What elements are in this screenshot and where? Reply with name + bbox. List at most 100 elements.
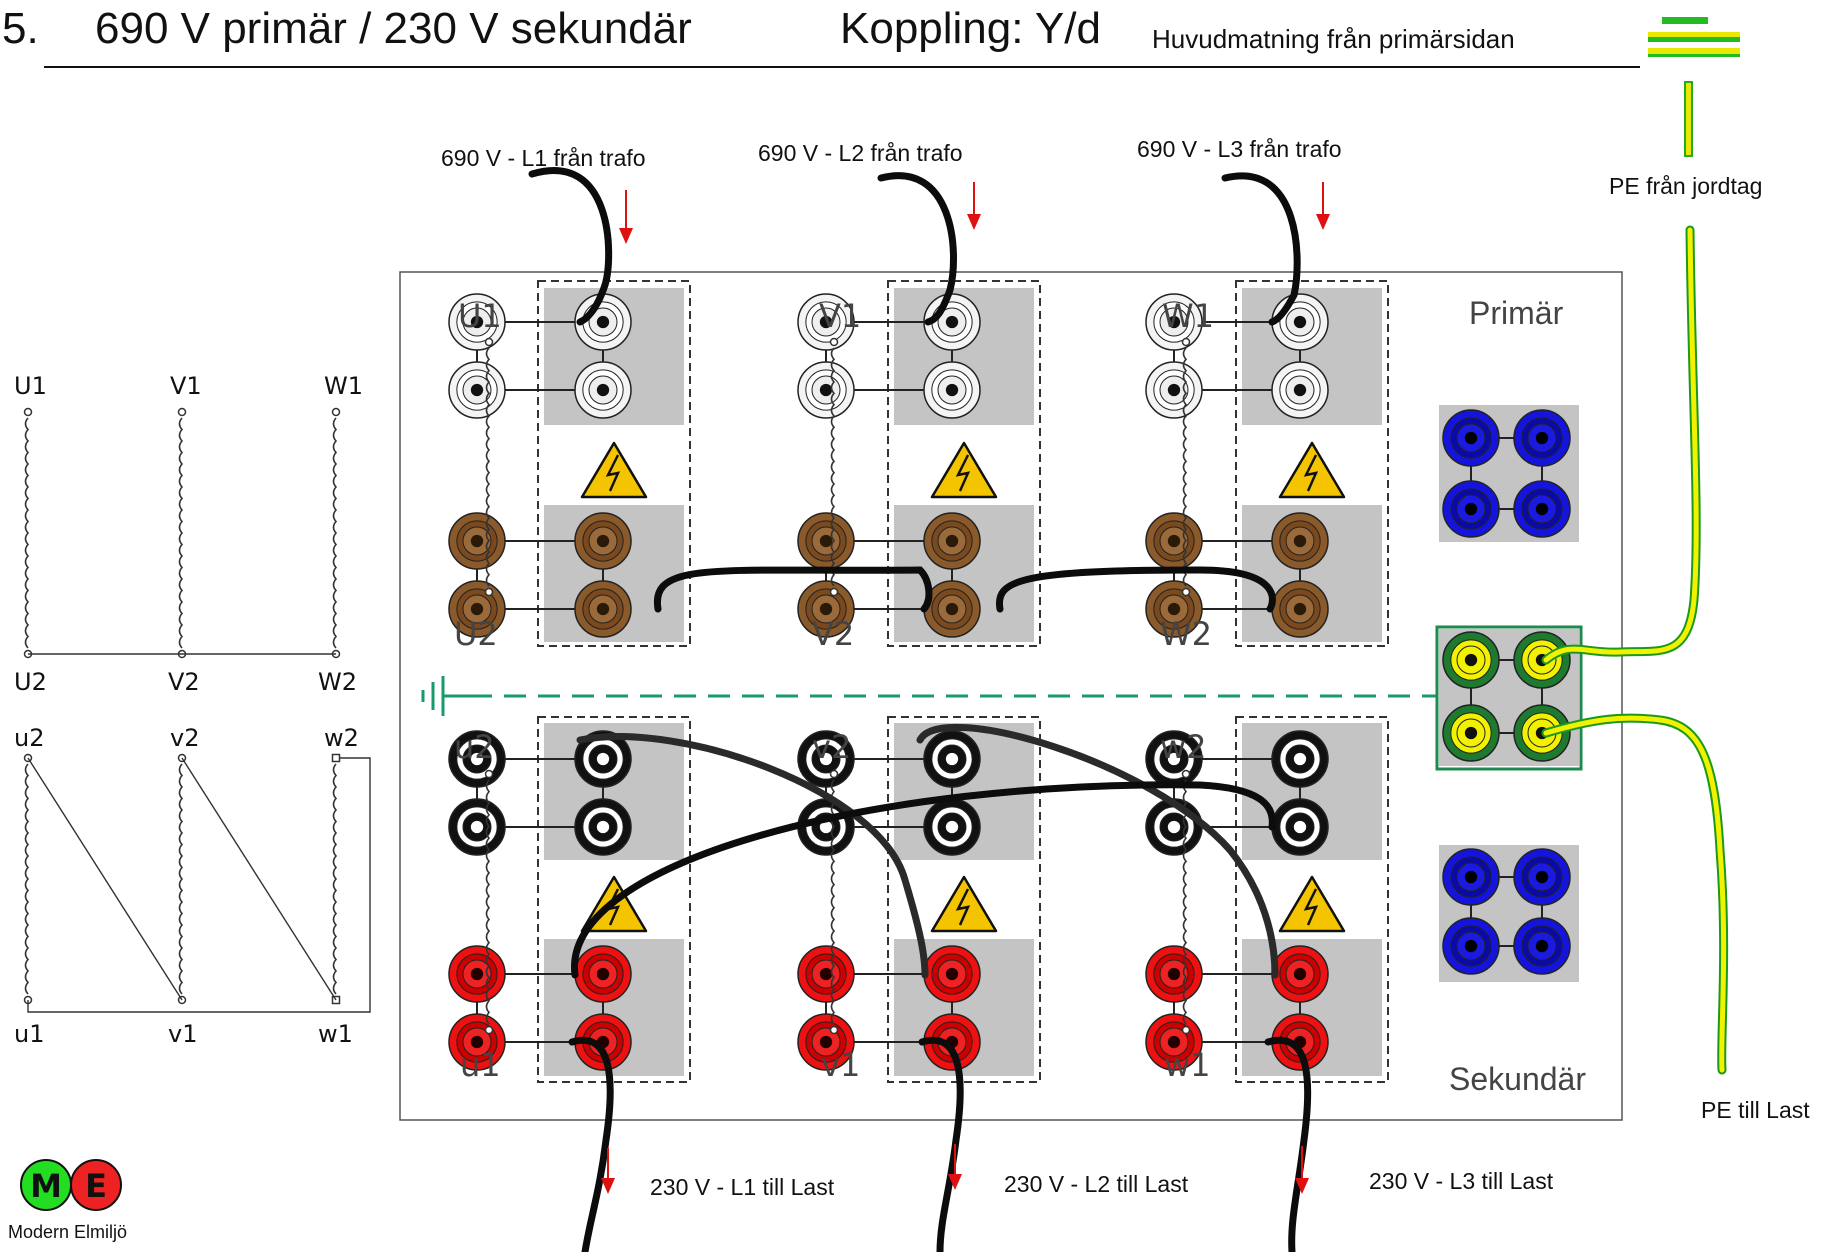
- coupling-label: Koppling: Y/d: [840, 4, 1101, 53]
- panel-secondary-top-label-3: w2: [1160, 728, 1207, 766]
- terminals-black-2-socket-1: [797, 730, 855, 788]
- terminals-white-3-socket-2: [1271, 293, 1329, 351]
- terminals-black-2-socket-4: [923, 798, 981, 856]
- secondary-label: Sekundär: [1449, 1061, 1586, 1097]
- primary-block-frame-1: [537, 280, 691, 647]
- schematic-secondary-bottom-label-1: u1: [14, 1020, 44, 1048]
- schematic-secondary-coil-3: [331, 753, 341, 1005]
- terminals-brown-2-socket-4: [923, 580, 981, 638]
- terminals-brown-1: [448, 512, 632, 638]
- terminals-blue-bottom-socket-2: [1513, 848, 1571, 906]
- terminals-brown-3-socket-1: [1145, 512, 1203, 570]
- schematic-secondary-top-label-1: u2: [14, 724, 44, 752]
- feed-note: Huvudmatning från primärsidan: [1152, 24, 1515, 54]
- header-divider: [44, 66, 1640, 68]
- warning-primary-1-icon: [580, 441, 648, 499]
- primary-block-frame-2: [887, 280, 1041, 647]
- schematic-primary-coil-3: [331, 407, 341, 659]
- panel-secondary-coil-3: [1181, 769, 1191, 1035]
- wire-delta-3: [571, 781, 1276, 979]
- arrow-output-l2-icon: [948, 1144, 962, 1190]
- schematic-primary-bottom-label-1: U2: [14, 668, 47, 696]
- panel-secondary-top-label-2: v2: [812, 728, 851, 766]
- terminals-blue-bottom-socket-1: [1442, 848, 1500, 906]
- schematic-delta-link-3: [27, 757, 371, 1013]
- panel-primary-coil-3: [1181, 337, 1191, 597]
- terminals-red-1-socket-4: [574, 1013, 632, 1071]
- terminals-blue-top-socket-1: [1442, 409, 1500, 467]
- terminals-white-3-socket-1: [1145, 293, 1203, 351]
- logo-caption: Modern Elmiljö: [8, 1222, 128, 1242]
- earth-load-label: PE till Last: [1701, 1097, 1810, 1123]
- wire-pe-source-inner: [1543, 227, 1699, 663]
- wire-star-bridge-2: [995, 566, 1276, 613]
- terminals-white-2-socket-1: [797, 293, 855, 351]
- arrow-output-l1-icon: [601, 1148, 615, 1194]
- schematic-secondary-top-label-3: w2: [324, 724, 359, 752]
- panel-primary-bottom-label-3: W2: [1160, 615, 1212, 653]
- input-label-l3: 690 V - L3 från trafo: [1137, 136, 1342, 162]
- terminals-brown-3-socket-4: [1271, 580, 1329, 638]
- secondary-block-frame-1: [537, 716, 691, 1083]
- terminals-blue-top-socket-3: [1442, 480, 1500, 538]
- primary-label: Primär: [1469, 295, 1564, 331]
- terminals-brown-1-socket-1: [448, 512, 506, 570]
- wire-input-l1: [528, 167, 613, 326]
- logo-letter-e: E: [85, 1167, 107, 1205]
- schematic-primary-coil-2: [177, 407, 187, 659]
- wire-output-l1: [568, 1036, 614, 1252]
- arrow-input-l1-icon: [619, 190, 633, 244]
- terminals-brown-3-socket-2: [1271, 512, 1329, 570]
- panel-secondary-bottom-label-1: u1: [460, 1046, 501, 1084]
- warning-primary-3-icon: [1278, 441, 1346, 499]
- arrow-input-l2-icon: [967, 182, 981, 230]
- terminals-white-1-socket-4: [574, 361, 632, 419]
- terminals-black-1-socket-3: [448, 798, 506, 856]
- earth-line: [421, 676, 1438, 716]
- schematic-primary-top-label-3: W1: [324, 372, 363, 400]
- panel-secondary-bottom-label-2: v1: [821, 1046, 860, 1084]
- brand-logo: M E: [20, 1159, 122, 1211]
- arrow-output-l3-icon: [1295, 1146, 1309, 1194]
- terminals-white-2-socket-2: [923, 293, 981, 351]
- terminals-red-3-socket-1: [1145, 945, 1203, 1003]
- panel-secondary-bottom-label-3: w1: [1164, 1046, 1211, 1084]
- terminals-blue-bottom: [1442, 848, 1571, 975]
- terminals-black-3: [1145, 730, 1329, 856]
- terminals-brown-2-socket-3: [797, 580, 855, 638]
- output-label-l2: 230 V - L2 till Last: [1004, 1171, 1189, 1197]
- terminals-blue-top-socket-4: [1513, 480, 1571, 538]
- terminals-white-3-socket-4: [1271, 361, 1329, 419]
- terminals-white-1: [448, 293, 632, 419]
- schematic-delta-link-2: [181, 757, 337, 1001]
- terminals-black-1-socket-2: [574, 730, 632, 788]
- terminals-white-2-socket-3: [797, 361, 855, 419]
- earth-source-lead: [1684, 81, 1693, 157]
- terminals-brown-2-socket-2: [923, 512, 981, 570]
- wire-pe-load-inner: [1543, 715, 1727, 1073]
- panel-primary-bottom-label-1: U2: [454, 615, 498, 653]
- arrow-input-l3-icon: [1316, 182, 1330, 230]
- panel-primary-top-label-1: U1: [458, 297, 502, 335]
- terminals-white-1-socket-1: [448, 293, 506, 351]
- primary-block-frame-3: [1235, 280, 1389, 647]
- input-label-l1: 690 V - L1 från trafo: [441, 145, 646, 171]
- wire-input-l2: [877, 172, 957, 326]
- terminals-blue-bottom-socket-4: [1513, 917, 1571, 975]
- terminals-blue-bottom-socket-3: [1442, 917, 1500, 975]
- schematic-secondary-coil-2: [177, 753, 187, 1005]
- earth-terminal-frame: [1435, 625, 1583, 771]
- terminals-brown-1-socket-4: [574, 580, 632, 638]
- earth-symbol-icon: [1648, 17, 1740, 57]
- terminals-white-3: [1145, 293, 1329, 419]
- terminals-blue-top-socket-2: [1513, 409, 1571, 467]
- terminals-black-3-socket-4: [1271, 798, 1329, 856]
- schematic-primary-bottom-label-3: W2: [318, 668, 357, 696]
- panel-primary-bottom-label-2: V2: [812, 615, 854, 653]
- terminals-red-1-socket-1: [448, 945, 506, 1003]
- terminals-earth-socket-3: [1442, 704, 1500, 762]
- schematic-secondary-bottom-label-2: v1: [168, 1020, 197, 1048]
- schematic-secondary-bottom-label-3: w1: [318, 1020, 353, 1048]
- panel-secondary-top-label-1: u2: [454, 728, 495, 766]
